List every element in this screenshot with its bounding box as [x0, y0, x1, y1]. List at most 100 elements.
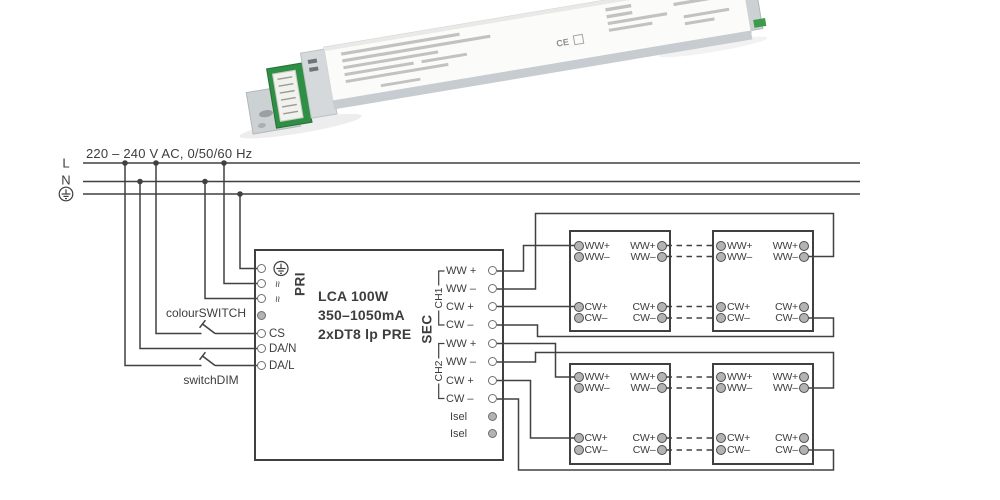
module-terminal-label: WW+ — [772, 371, 799, 383]
module-terminal — [573, 301, 584, 312]
module-row-cw-minus: CW–CW– — [714, 444, 812, 456]
module-terminal-label: WW– — [727, 382, 753, 394]
module-terminal — [716, 301, 726, 312]
wire-ch2-cw-plus — [497, 379, 576, 439]
module-row-ww-plus: WW+ WW+ — [714, 371, 812, 383]
wire-ch1-cw-minus — [497, 317, 835, 338]
cs-label: CS — [269, 327, 285, 340]
module-terminal-label: CW+ — [727, 300, 751, 313]
module-terminal-label: WW+ — [630, 371, 656, 383]
ch1-cw-minus-label: CW – — [446, 319, 474, 331]
led-module-ch1-2: WW+ WW+ WW–WW– CW+CW+ CW– CW– — [711, 230, 814, 332]
module-row-cw-plus: CW+ CW+ — [571, 300, 669, 313]
wire-cs — [155, 163, 202, 335]
module-terminal-label: CW+ — [584, 300, 608, 313]
module-row-cw-plus: CW+ CW+ — [714, 432, 812, 444]
module-terminal — [573, 251, 584, 262]
terminal-da-n — [257, 343, 266, 353]
terminal-connector — [271, 69, 304, 122]
terminal-earth — [257, 263, 266, 273]
pri-label: PRI — [292, 271, 308, 297]
module-row-ww-plus: WW+ WW+ — [714, 239, 812, 252]
module-terminal-label: CW– — [632, 312, 656, 324]
module-terminal-label: CW– — [727, 444, 750, 456]
terminal-ch1-ww-minus — [488, 284, 497, 293]
driver-box — [253, 248, 504, 461]
module-terminal-label: WW+ — [584, 239, 611, 252]
switchdim-label: switchDIM — [183, 373, 239, 387]
module-row-cw-plus: CW+CW+ — [714, 300, 812, 313]
ch1-ww-minus-label: WW – — [446, 283, 476, 295]
module-terminal — [799, 301, 809, 312]
module-terminal — [656, 313, 667, 323]
isel-label-2: Isel — [450, 427, 468, 440]
earth-icon — [58, 186, 74, 202]
terminal-ch2-cw-minus — [488, 394, 497, 403]
ch2-label: CH2 — [432, 358, 445, 384]
model-line-2: 350–1050mA — [318, 307, 405, 323]
driver-photo: CE — [239, 0, 768, 139]
terminal-ch1-cw-minus — [488, 320, 497, 329]
module-terminal-label: CW+ — [632, 300, 656, 313]
module-terminal-label: CW+ — [727, 432, 751, 444]
module-terminal-label: WW+ — [727, 371, 753, 383]
sec-label: SEC — [419, 314, 435, 344]
terminal-ac-2 — [257, 293, 266, 303]
module-row-ww-minus: WW– WW– — [714, 382, 812, 394]
model-line-3: 2xDT8 lp PRE — [318, 326, 412, 342]
module-terminal-label: WW– — [584, 250, 610, 263]
module-terminal-label: CW– — [632, 444, 656, 456]
ac-symbol-2: ≈ — [271, 295, 283, 302]
wire-ch1-ww-plus — [497, 244, 576, 272]
module-terminal-label: CW– — [584, 444, 608, 456]
terminal-ch2-ww-plus — [488, 338, 497, 348]
terminal-cs — [257, 328, 266, 338]
module-terminal — [656, 240, 667, 251]
module-terminal-label: WW– — [772, 250, 798, 263]
terminal-da-l — [257, 360, 266, 370]
module-terminal — [799, 313, 809, 323]
module-terminal — [799, 383, 809, 393]
terminal-ch1-cw-plus — [488, 301, 497, 311]
switchdim-icon — [199, 351, 216, 367]
module-terminal-label: WW– — [630, 250, 656, 263]
module-terminal-label: WW+ — [727, 239, 753, 252]
wire-ch2-ww-minus — [497, 351, 835, 389]
terminal-isel-2 — [488, 428, 497, 438]
module-terminal — [716, 240, 726, 251]
supply-label: 220 – 240 V AC, 0/50/60 Hz — [86, 146, 253, 161]
ch2-ww-plus-label: WW + — [446, 337, 477, 350]
wire-ac-l — [223, 163, 257, 285]
module-terminal — [656, 301, 667, 312]
module-terminal-label: CW– — [775, 312, 798, 324]
module-terminal — [799, 445, 809, 455]
ch2-ww-minus-label: WW – — [446, 356, 476, 368]
module-row-cw-minus: CW– CW– — [571, 444, 669, 456]
module-terminal-label: WW– — [772, 382, 798, 394]
module-row-cw-plus: CW+CW+ — [571, 432, 669, 444]
module-row-ww-minus: WW–WW– — [571, 382, 669, 394]
module-terminal — [799, 251, 809, 262]
module-terminal-label: CW– — [727, 312, 750, 324]
module-terminal-label: WW+ — [772, 239, 799, 252]
module-terminal — [716, 445, 726, 455]
module-terminal-label: WW– — [630, 382, 656, 394]
module-row-cw-minus: CW–CW– — [571, 312, 669, 324]
module-terminal — [716, 383, 726, 393]
driver-earth-icon — [273, 260, 289, 277]
module-terminal-label: CW+ — [774, 432, 798, 444]
module-terminal — [799, 433, 809, 443]
module-terminal — [656, 251, 667, 262]
wire-ch2-cw-minus — [497, 398, 835, 471]
isel-label-1: Isel — [450, 410, 468, 423]
wire-ac-n — [204, 181, 257, 300]
module-terminal — [716, 251, 726, 262]
ce-mark: CE — [556, 37, 570, 49]
module-row-ww-minus: WW–WW– — [714, 250, 812, 263]
terminal-ch2-ww-minus — [488, 357, 497, 366]
label-print — [340, 0, 730, 88]
wire-ch2-ww-plus — [497, 342, 576, 378]
terminal-ac-1 — [257, 278, 266, 288]
module-terminal-label: WW+ — [584, 371, 611, 383]
